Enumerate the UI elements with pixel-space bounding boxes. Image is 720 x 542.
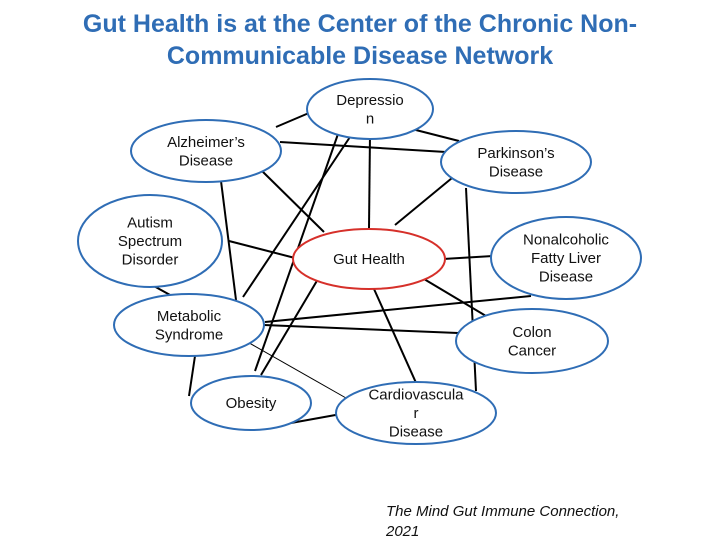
node-colon-cancer-ellipse (455, 308, 609, 374)
slide-title-line-2: Communicable Disease Network (166, 42, 554, 70)
node-autism-ellipse (77, 194, 223, 288)
node-cardiovascular-label-line-2: r (414, 405, 419, 422)
node-autism-label-line-2: Spectrum (118, 233, 182, 250)
edge-depression-gut-health (368, 133, 371, 229)
node-metabolic-syndrome-label-line-1: Metabolic (157, 308, 222, 325)
edge-metabolic-syndrome-cardiovascular (243, 339, 347, 399)
slide-title: Gut Health is at the Center of the Chron… (20, 8, 700, 72)
edge-gut-health-cardiovascular (373, 288, 418, 386)
node-obesity-ellipse (190, 375, 312, 431)
edge-metabolic-syndrome-obesity (188, 355, 196, 397)
node-nafld-label-line-2: Fatty Liver (531, 250, 601, 267)
node-depression-label-line-1: Depressio (336, 92, 404, 109)
edge-alzheimers-parkinsons (279, 141, 447, 153)
node-nafld-label-line-1: Nonalcoholic (523, 232, 609, 249)
node-nafld-ellipse (490, 216, 642, 300)
node-parkinsons-label-line-2: Disease (489, 163, 543, 180)
edge-autism-gut-health (228, 240, 296, 259)
edge-parkinsons-gut-health (394, 177, 453, 226)
edge-metabolic-syndrome-colon-cancer (263, 324, 459, 334)
node-alzheimers-label-line-1: Alzheimer’s (167, 134, 245, 151)
citation-line-2: 2021 (386, 523, 420, 540)
citation-line-1: The Mind Gut Immune Connection, (386, 503, 620, 520)
edge-metabolic-syndrome-nafld (264, 295, 532, 323)
node-alzheimers-ellipse (130, 119, 282, 183)
node-parkinsons-ellipse (440, 130, 592, 194)
edge-gut-health-nafld (442, 255, 494, 260)
node-obesity: Obesity (190, 375, 312, 431)
slide-title-line-1: Gut Health is at the Center of the Chron… (82, 10, 638, 38)
node-gut-health-label-line-1: Gut Health (333, 251, 405, 268)
node-autism-label-line-1: Autism (127, 215, 173, 232)
node-gut-health-ellipse (292, 228, 446, 290)
edges-layer (151, 106, 532, 424)
node-cardiovascular-label-line-1: Cardiovascula (368, 387, 464, 404)
node-metabolic-syndrome-ellipse (113, 293, 265, 357)
node-gut-health: Gut Health (292, 228, 446, 290)
node-obesity-label-line-1: Obesity (226, 395, 277, 412)
edge-alzheimers-metabolic-syndrome (220, 180, 237, 301)
node-depression-label-line-2: n (366, 110, 374, 127)
node-nafld-label-line-3: Disease (539, 269, 593, 286)
node-colon-cancer-label-line-1: Colon (512, 324, 551, 341)
node-colon-cancer-label-line-2: Cancer (508, 342, 556, 359)
node-metabolic-syndrome-label-line-2: Syndrome (155, 326, 223, 343)
edge-gut-health-colon-cancer (423, 278, 487, 317)
node-cardiovascular-label-line-3: Disease (389, 424, 443, 441)
edge-depression-metabolic-syndrome (242, 133, 353, 298)
node-parkinsons-label-line-1: Parkinson’s (477, 145, 554, 162)
node-autism-label-line-3: Disorder (122, 252, 179, 269)
node-depression-ellipse (306, 78, 434, 140)
citation: The Mind Gut Immune Connection, 2021 (386, 502, 706, 542)
edge-obesity-cardiovascular (290, 413, 342, 424)
node-alzheimers-label-line-2: Disease (179, 152, 233, 169)
edge-alzheimers-gut-health (260, 169, 325, 233)
node-cardiovascular-ellipse (335, 381, 497, 445)
